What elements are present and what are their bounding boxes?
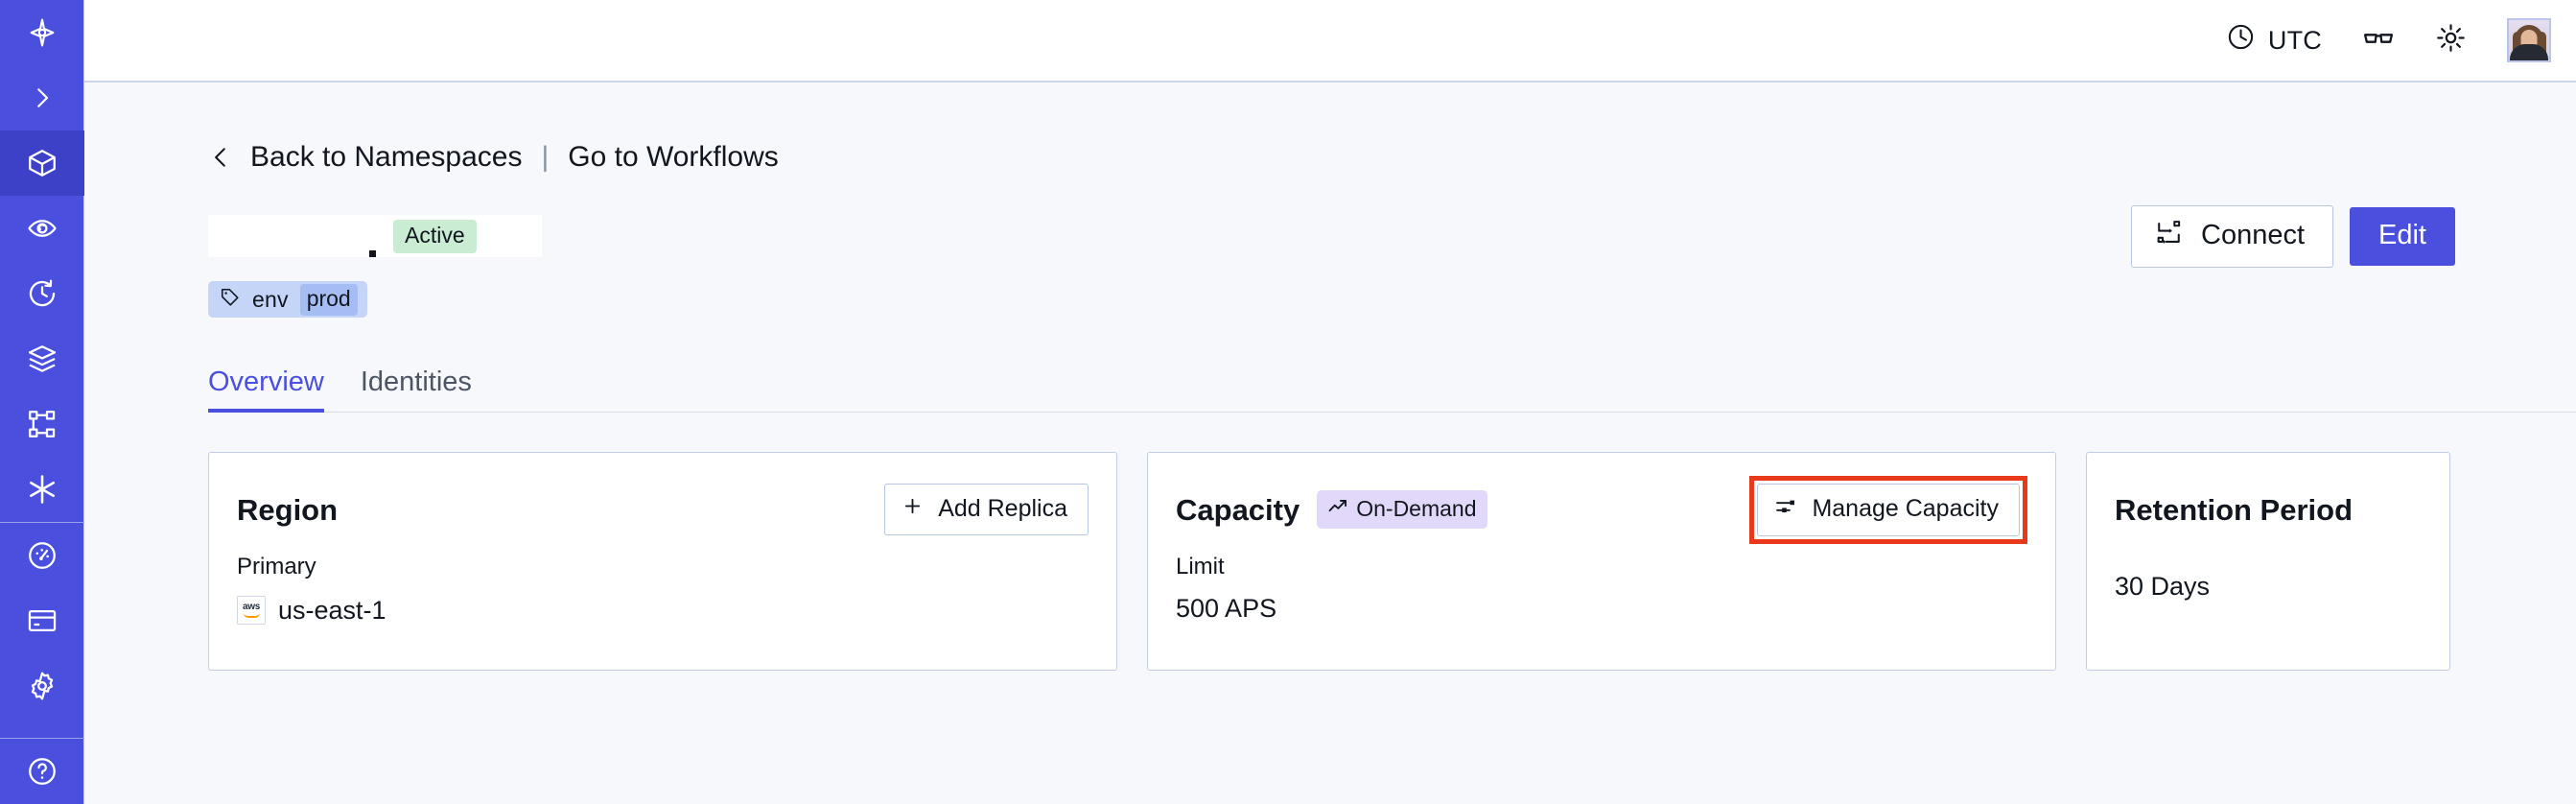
namespaces-cube-icon <box>26 147 59 179</box>
capacity-card: Capacity On-Demand <box>1147 452 2056 671</box>
main-pane: UTC <box>84 0 2576 804</box>
tab-overview[interactable]: Overview <box>208 368 324 413</box>
connect-button-label: Connect <box>2201 219 2306 250</box>
theme-toggle-button[interactable] <box>2435 22 2467 59</box>
sidebar-divider-bottom <box>0 738 84 739</box>
help-circle-icon <box>26 755 59 788</box>
status-badge: Active <box>393 219 477 253</box>
tab-bar: Overview Identities <box>208 358 2576 413</box>
retention-card: Retention Period 30 Days <box>2086 452 2450 671</box>
region-card-action: Add Replica <box>884 484 1089 535</box>
sun-icon <box>2435 22 2467 59</box>
region-primary-value-row: aws us-east-1 <box>237 596 1089 625</box>
sliders-icon <box>1774 495 1797 523</box>
manage-capacity-button[interactable]: Manage Capacity <box>1757 483 2020 536</box>
connect-icon <box>2155 219 2183 252</box>
usage-gauge-icon <box>26 539 59 572</box>
aws-icon-text: aws <box>242 602 260 612</box>
edit-button[interactable]: Edit <box>2350 206 2455 266</box>
sidebar-item-usage[interactable] <box>0 523 84 588</box>
capacity-card-action: Manage Capacity <box>1749 475 2027 544</box>
sidebar-item-expand[interactable] <box>0 65 84 130</box>
plus-icon <box>902 495 924 522</box>
avatar[interactable] <box>2507 18 2551 62</box>
observability-eye-icon <box>26 212 59 245</box>
region-card-title: Region <box>237 492 339 527</box>
sidebar-item-workflows[interactable] <box>0 391 84 457</box>
settings-gear-icon <box>26 670 59 702</box>
timezone-selector[interactable]: UTC <box>2226 22 2322 59</box>
sidebar-item-nexus[interactable] <box>0 457 84 522</box>
namespace-title-row: Active Co <box>208 204 2576 268</box>
manage-capacity-highlight: Manage Capacity <box>1749 475 2027 544</box>
tab-identities[interactable]: Identities <box>360 367 472 397</box>
workflow-graph-icon <box>26 408 59 440</box>
region-primary-label: Primary <box>237 554 316 579</box>
sidebar-item-settings[interactable] <box>0 653 84 719</box>
overview-cards: Region Add Replica <box>208 452 2576 671</box>
breadcrumb-separator: | <box>541 141 550 173</box>
namespace-name-dot <box>369 249 376 257</box>
capacity-limit-value: 500 APS <box>1176 594 1277 623</box>
aws-icon-smile <box>243 613 260 618</box>
avatar-body <box>2510 44 2548 60</box>
breadcrumb: Back to Namespaces | Go to Workflows <box>208 138 2576 177</box>
content-area: Back to Namespaces | Go to Workflows Act… <box>84 83 2576 804</box>
layers-icon <box>26 343 59 375</box>
timezone-label: UTC <box>2267 25 2322 55</box>
capacity-card-header: Capacity On-Demand <box>1176 475 2027 544</box>
tag-icon <box>220 287 241 312</box>
chevron-left-icon[interactable] <box>208 143 233 172</box>
glasses-button[interactable] <box>2362 22 2395 59</box>
tag-value: prod <box>299 283 358 316</box>
trend-up-icon <box>1327 496 1348 521</box>
retention-value: 30 Days <box>2115 572 2211 601</box>
asterisk-icon <box>25 472 59 507</box>
schedules-clock-icon <box>26 277 59 310</box>
retention-card-title: Retention Period <box>2115 492 2354 527</box>
sidebar-item-observability[interactable] <box>0 196 84 261</box>
sidebar-item-namespaces[interactable] <box>0 130 84 196</box>
temporal-logo-icon <box>26 16 59 49</box>
capacity-limit-label: Limit <box>1176 554 1225 579</box>
sidebar-item-temporal-logo[interactable] <box>0 0 84 65</box>
manage-capacity-label: Manage Capacity <box>1812 494 1999 522</box>
top-bar-actions: UTC <box>2226 18 2551 62</box>
region-card-header: Region Add Replica <box>237 484 1089 535</box>
connect-button[interactable]: Connect <box>2131 204 2334 268</box>
capacity-mode-badge: On-Demand <box>1317 490 1487 529</box>
billing-card-icon <box>26 604 59 637</box>
sidebar-divider-top <box>0 522 84 523</box>
sidebar-item-batch-operations[interactable] <box>0 326 84 391</box>
tag-key: env <box>252 286 289 312</box>
breadcrumb-back-link[interactable]: Back to Namespaces <box>250 141 523 173</box>
namespace-tag[interactable]: env prod <box>208 281 367 318</box>
add-replica-label: Add Replica <box>938 494 1067 522</box>
clock-icon <box>2226 22 2256 59</box>
breadcrumb-workflows-link[interactable]: Go to Workflows <box>568 141 779 173</box>
avatar-hair-right <box>2537 32 2546 59</box>
sidebar-item-help[interactable] <box>0 739 84 804</box>
top-bar: UTC <box>84 0 2576 83</box>
expand-chevron-icon <box>28 83 57 112</box>
glasses-icon <box>2362 22 2395 59</box>
primary-sidebar <box>0 0 84 804</box>
sidebar-item-billing[interactable] <box>0 588 84 653</box>
capacity-mode-label: On-Demand <box>1356 495 1477 521</box>
sidebar-item-schedules[interactable] <box>0 261 84 326</box>
capacity-card-title: Capacity <box>1176 492 1300 527</box>
region-primary-value: us-east-1 <box>278 595 386 625</box>
retention-card-header: Retention Period <box>2115 484 2422 535</box>
add-replica-button[interactable]: Add Replica <box>884 484 1089 535</box>
namespace-actions: Connect Edit <box>2131 204 2455 268</box>
aws-icon: aws <box>237 596 266 625</box>
region-card: Region Add Replica <box>208 452 1117 671</box>
